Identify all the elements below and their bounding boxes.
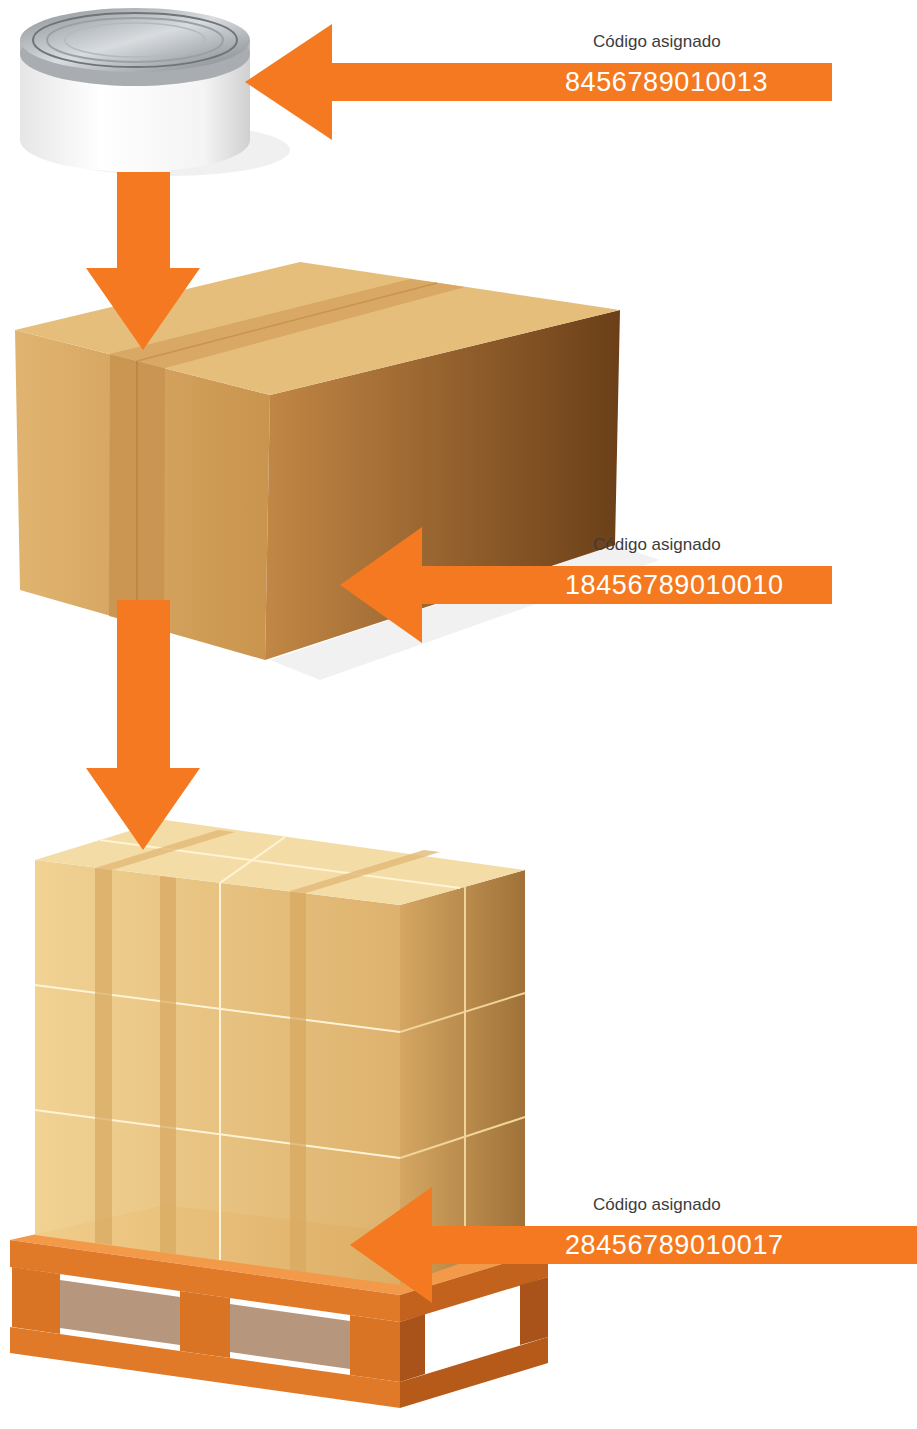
pallet-illustration [350, 1315, 400, 1382]
box-stack-illustration [219, 883, 221, 1260]
code-bar: Código asignado8456789010013 [330, 63, 832, 101]
can-illustration [65, 23, 205, 57]
pallet-illustration [180, 1291, 230, 1358]
box-stack-illustration [35, 985, 400, 1032]
code-number: 28456789010017 [565, 1226, 784, 1264]
code-number: 8456789010013 [565, 63, 768, 101]
flow-arrow [86, 600, 200, 850]
box-illustration [137, 283, 437, 361]
box-stack-illustration [35, 1110, 400, 1158]
code-heading: Código asignado [593, 32, 721, 52]
box-stack-illustration [400, 1117, 525, 1158]
box-stack-illustration [95, 830, 235, 870]
code-bar: Código asignado18456789010010 [420, 566, 832, 604]
pointer-arrowhead [350, 1187, 432, 1303]
pointer-arrowhead [245, 24, 432, 1303]
pallet-illustration [230, 1304, 350, 1369]
pallet-illustration [400, 1337, 548, 1408]
pallet-illustration [400, 1314, 425, 1382]
code-heading: Código asignado [593, 535, 721, 555]
pallet-illustration [60, 1280, 180, 1345]
box-stack-illustration [464, 887, 466, 1262]
box-stack-illustration [35, 820, 525, 1285]
box-stack-illustration [220, 837, 285, 883]
box-stack-illustration [160, 876, 176, 1254]
pallet-illustration [12, 1267, 60, 1334]
code-heading: Código asignado [593, 1195, 721, 1215]
can-illustration [47, 18, 223, 62]
pallet-illustration [520, 1277, 548, 1345]
box-stack-illustration [290, 891, 306, 1272]
pointer-arrowhead [340, 527, 422, 643]
can-illustration [20, 8, 250, 72]
box-stack-illustration [400, 993, 525, 1032]
box-illustration [136, 361, 138, 623]
can-illustration [20, 8, 290, 176]
pointer-arrowhead [245, 24, 332, 140]
flow-arrow [86, 172, 200, 850]
box-stack-illustration [100, 840, 460, 888]
box-stack-illustration [35, 860, 400, 1285]
box-illustration [109, 354, 165, 631]
code-number: 18456789010010 [565, 566, 784, 604]
flow-arrow [86, 172, 200, 350]
box-illustration [15, 262, 660, 680]
can-illustration [20, 108, 250, 172]
code-bar: Código asignado28456789010017 [430, 1226, 917, 1264]
box-stack-illustration [290, 850, 440, 893]
can-illustration [33, 13, 237, 67]
box-stack-illustration [95, 868, 112, 1245]
